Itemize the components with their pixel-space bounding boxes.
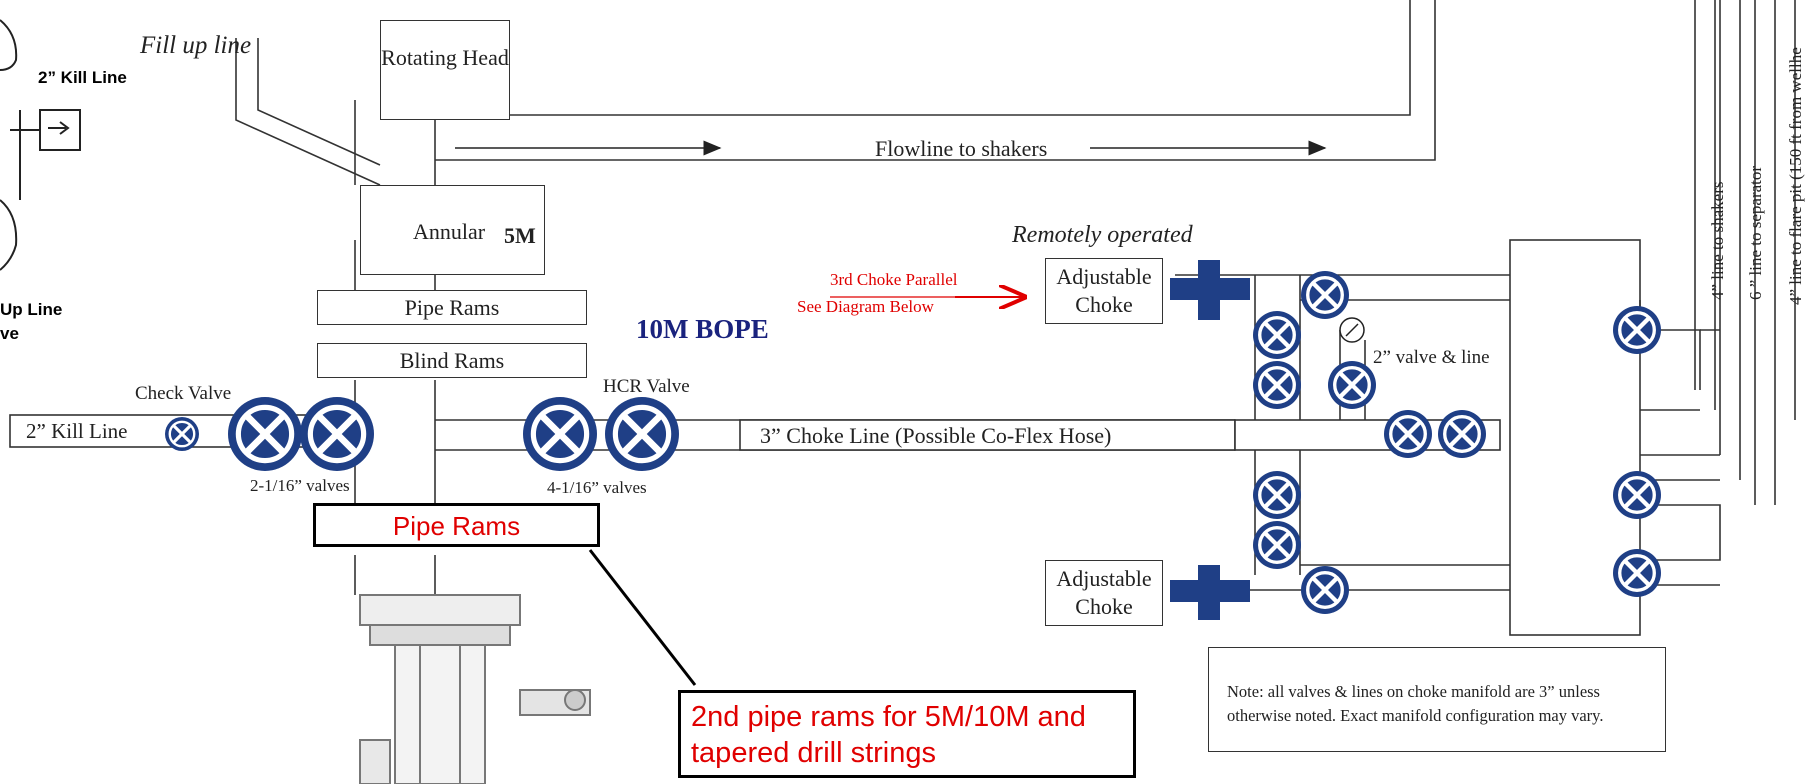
lower-pipe-rams-box: Pipe Rams bbox=[313, 503, 600, 547]
remotely-operated-label: Remotely operated bbox=[1012, 222, 1193, 248]
rotating-head-label: Rotating Head bbox=[381, 45, 509, 70]
valve-icon bbox=[165, 417, 199, 451]
valve-icon bbox=[1301, 566, 1349, 614]
annular-label: Annular bbox=[413, 219, 486, 244]
inset-up-line-label: Up Line bbox=[0, 300, 63, 319]
choke-valves-label: 4-1/16” valves bbox=[547, 478, 647, 497]
choke-tees bbox=[1170, 260, 1250, 620]
valve-icon bbox=[523, 397, 597, 471]
inset-ve-label: ve bbox=[0, 324, 19, 343]
valve-icon bbox=[1253, 361, 1301, 409]
valve-icon bbox=[228, 397, 302, 471]
inset-kill-line-label: 2” Kill Line bbox=[38, 68, 127, 87]
valve-icon bbox=[1613, 471, 1661, 519]
rotating-head-box: Rotating Head bbox=[380, 20, 510, 120]
blind-rams-label: Blind Rams bbox=[399, 348, 505, 373]
flowline-label: Flowline to shakers bbox=[875, 136, 1048, 161]
callout-leader bbox=[588, 549, 697, 686]
hcr-valve-label: HCR Valve bbox=[603, 376, 690, 397]
third-choke-label-1: 3rd Choke Parallel bbox=[830, 270, 958, 289]
annular-rating: 5M bbox=[504, 223, 536, 248]
valve-icon bbox=[1253, 521, 1301, 569]
valve-icon bbox=[1253, 311, 1301, 359]
valve-icon bbox=[1438, 410, 1486, 458]
third-choke-label-2: See Diagram Below bbox=[797, 297, 934, 316]
flowline-pipe bbox=[435, 0, 1411, 116]
valve-icon bbox=[1613, 549, 1661, 597]
adjustable-choke-bottom: Adjustable Choke bbox=[1045, 560, 1163, 626]
shakers-outlet-label: 4” line to shakers bbox=[1708, 181, 1727, 301]
inset-skid bbox=[0, 19, 81, 271]
valve-icon bbox=[605, 397, 679, 471]
note-box: Note: all valves & lines on choke manifo… bbox=[1208, 647, 1666, 752]
bope-title: 10M BOPE bbox=[636, 314, 769, 344]
fill-up-line-pipe bbox=[235, 38, 381, 186]
wellhead-picture bbox=[359, 594, 591, 784]
pipe-rams-label: Pipe Rams bbox=[404, 295, 500, 320]
lower-pipe-rams-label: Pipe Rams bbox=[392, 511, 521, 541]
flare-outlet-label: 4” line to flare pit (150 ft from wellhe bbox=[1786, 47, 1805, 305]
valve-icon bbox=[300, 397, 374, 471]
annular-box: Annular 5M bbox=[360, 185, 545, 275]
check-valve-label: Check Valve bbox=[135, 383, 232, 404]
callout-text: 2nd pipe rams for 5M/10M and tapered dri… bbox=[691, 701, 1086, 769]
choke-line-label: 3” Choke Line (Possible Co-Flex Hose) bbox=[760, 423, 1112, 448]
two-inch-valve-label: 2” valve & line bbox=[1373, 347, 1490, 368]
separator-outlet-label: 6 ” line to separator bbox=[1746, 165, 1765, 300]
adjustable-choke-bottom-label: Adjustable Choke bbox=[1056, 566, 1152, 619]
pipe-rams-box: Pipe Rams bbox=[317, 290, 587, 325]
valve-icon bbox=[1253, 471, 1301, 519]
kill-valves-label: 2-1/16” valves bbox=[250, 476, 350, 495]
valve-icon bbox=[1613, 306, 1661, 354]
valve-icon bbox=[1301, 271, 1349, 319]
valve-icon bbox=[1328, 361, 1376, 409]
adjustable-choke-top: Adjustable Choke bbox=[1045, 258, 1163, 324]
blind-rams-box: Blind Rams bbox=[317, 343, 587, 378]
kill-line-label: 2” Kill Line bbox=[26, 419, 128, 443]
fill-up-line-label: Fill up line bbox=[140, 32, 252, 59]
note-text: Note: all valves & lines on choke manifo… bbox=[1227, 682, 1604, 725]
adjustable-choke-top-label: Adjustable Choke bbox=[1056, 264, 1152, 317]
callout-box: 2nd pipe rams for 5M/10M and tapered dri… bbox=[678, 690, 1136, 778]
valve-icon bbox=[1384, 410, 1432, 458]
